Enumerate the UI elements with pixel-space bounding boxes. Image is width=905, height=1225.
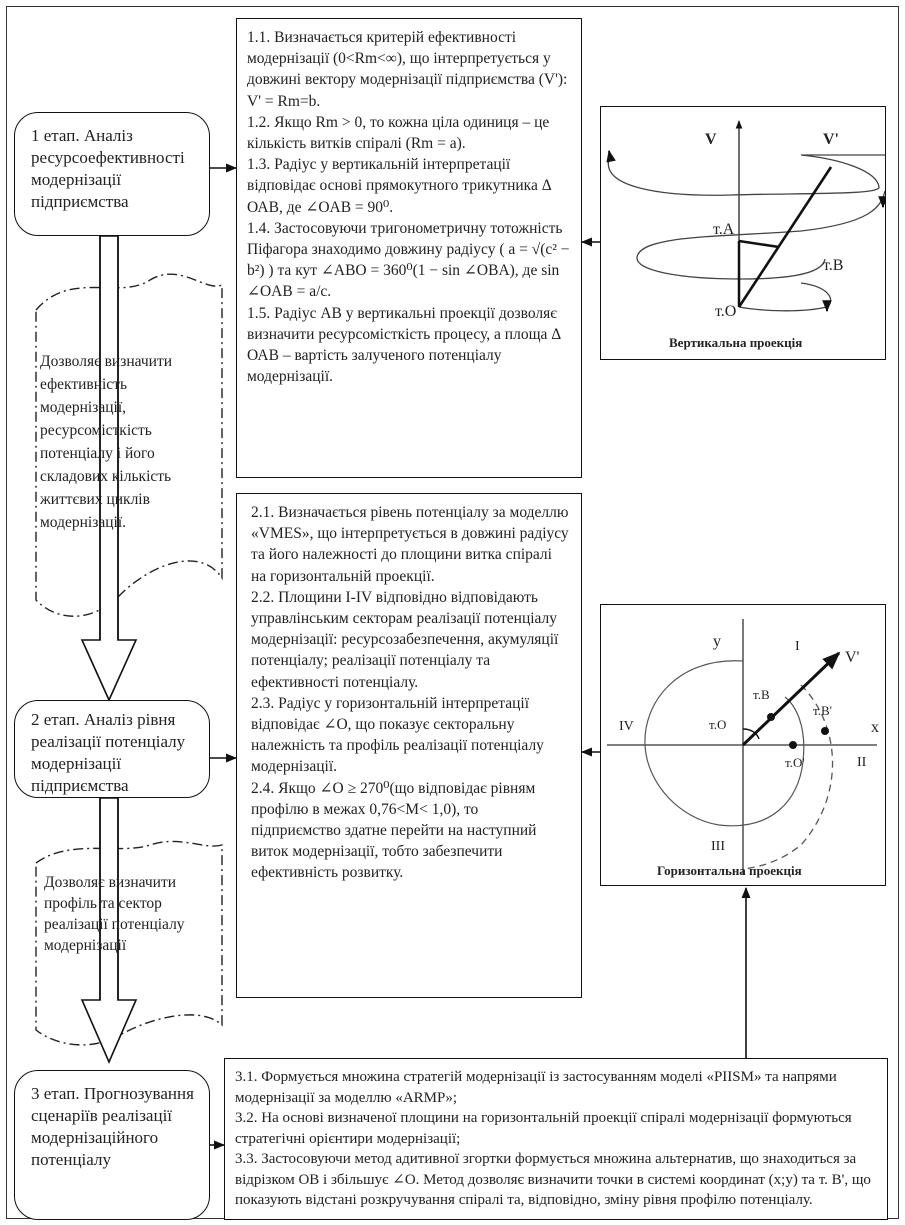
horizontal-label-b-prime: т.В' bbox=[813, 703, 832, 718]
vertical-label-v-prime: V' bbox=[823, 131, 839, 148]
horizontal-label-q3: III bbox=[711, 839, 725, 854]
block-2-item-1: 2.1. Визначається рівень потенціалу за м… bbox=[251, 504, 569, 585]
horizontal-label-o-prime: т.О' bbox=[785, 755, 805, 770]
block-2-box: 2.1. Визначається рівень потенціалу за м… bbox=[236, 493, 582, 998]
block-3-box: 3.1. Формується множина стратегій модерн… bbox=[224, 1058, 888, 1220]
horizontal-label-o: т.О bbox=[709, 717, 727, 732]
horizontal-label-b: т.В bbox=[753, 687, 770, 702]
horizontal-label-q1: I bbox=[795, 639, 800, 654]
block-2-item-2: 2.2. Площини I-IV відповідно відповідают… bbox=[251, 588, 559, 691]
block-2-item-3: 2.3. Радіус у горизонтальній інтерпретац… bbox=[251, 694, 544, 776]
vertical-label-v: V bbox=[705, 131, 717, 148]
block-2-item-4: 2.4. Якщо ∠O ≥ 270⁰(що відповідає рівням… bbox=[251, 779, 537, 882]
note-1-text: Дозволяє визначити ефективність модерніз… bbox=[40, 353, 173, 531]
point-o-prime bbox=[789, 741, 797, 749]
block-1-item-2: 1.2. Якщо Rm > 0, то кожна ціла одиниця … bbox=[247, 113, 550, 153]
point-b-prime bbox=[821, 727, 829, 735]
vector-v-prime bbox=[737, 166, 833, 308]
horizontal-label-q2: II bbox=[857, 755, 867, 770]
spiral-circle bbox=[644, 660, 805, 827]
dashed-arc bbox=[742, 684, 834, 870]
vertical-projection-drawing bbox=[606, 120, 888, 313]
horizontal-label-y: y bbox=[713, 633, 721, 650]
block-1-box: 1.1. Визначається критерій ефективності … bbox=[236, 18, 582, 478]
horizontal-label-v-prime: V' bbox=[845, 649, 860, 666]
horizontal-label-q4: IV bbox=[619, 719, 634, 734]
block-3-item-3: 3.3. Застосовуючи метод адитивної згортк… bbox=[235, 1151, 871, 1208]
stage-1-box: 1 етап. Аналіз ресурсоефективності модер… bbox=[14, 112, 210, 236]
horizontal-caption: Горизонтальна проекція bbox=[657, 863, 802, 878]
vector-v-prime-h bbox=[741, 651, 841, 747]
triangle-ab bbox=[738, 239, 780, 249]
block-1-item-5: 1.5. Радіус АВ у вертикальні проекції до… bbox=[247, 304, 561, 386]
spiral-curve bbox=[607, 154, 885, 196]
stage-1-label: 1 етап. Аналіз ресурсоефективності модер… bbox=[31, 126, 185, 211]
horizontal-projection: y x I II III IV V' т.В т.В' т.О т.О' Гор… bbox=[600, 604, 886, 886]
block-3-item-2: 3.2. На основі визначеної площини на гор… bbox=[235, 1110, 852, 1147]
block-1-item-4: 1.4. Застосовуючи тригонометричну тотожн… bbox=[247, 219, 570, 301]
stage-2-label: 2 етап. Аналіз рівня реалізації потенціа… bbox=[31, 710, 186, 795]
vertical-label-a: т.А bbox=[713, 221, 735, 238]
horizontal-label-x: x bbox=[871, 719, 879, 736]
block-1-item-1: 1.1. Визначається критерій ефективності … bbox=[247, 29, 568, 110]
block-3-item-1: 3.1. Формується множина стратегій модерн… bbox=[235, 1069, 837, 1106]
stage-2-box: 2 етап. Аналіз рівня реалізації потенціа… bbox=[14, 700, 210, 798]
vertical-label-b: т.В bbox=[823, 257, 844, 274]
note-2-shape bbox=[35, 840, 223, 1046]
vertical-label-o: т.О bbox=[715, 303, 737, 320]
block-1-item-3: 1.3. Радіус у вертикальній інтерпретації… bbox=[247, 156, 551, 216]
stage-3-box: 3 етап. Прогнозування сценаріїв реалізац… bbox=[14, 1070, 210, 1220]
point-b bbox=[767, 713, 775, 721]
vertical-projection: V V' т.А т.В т.О Вертикальна проекція bbox=[600, 106, 888, 360]
note-2-text: Дозволяє визначити профіль та сектор реа… bbox=[44, 874, 185, 954]
horizontal-projection-drawing bbox=[607, 619, 877, 875]
vertical-caption: Вертикальна проекція bbox=[669, 335, 803, 350]
stage-3-label: 3 етап. Прогнозування сценаріїв реалізац… bbox=[31, 1084, 194, 1169]
